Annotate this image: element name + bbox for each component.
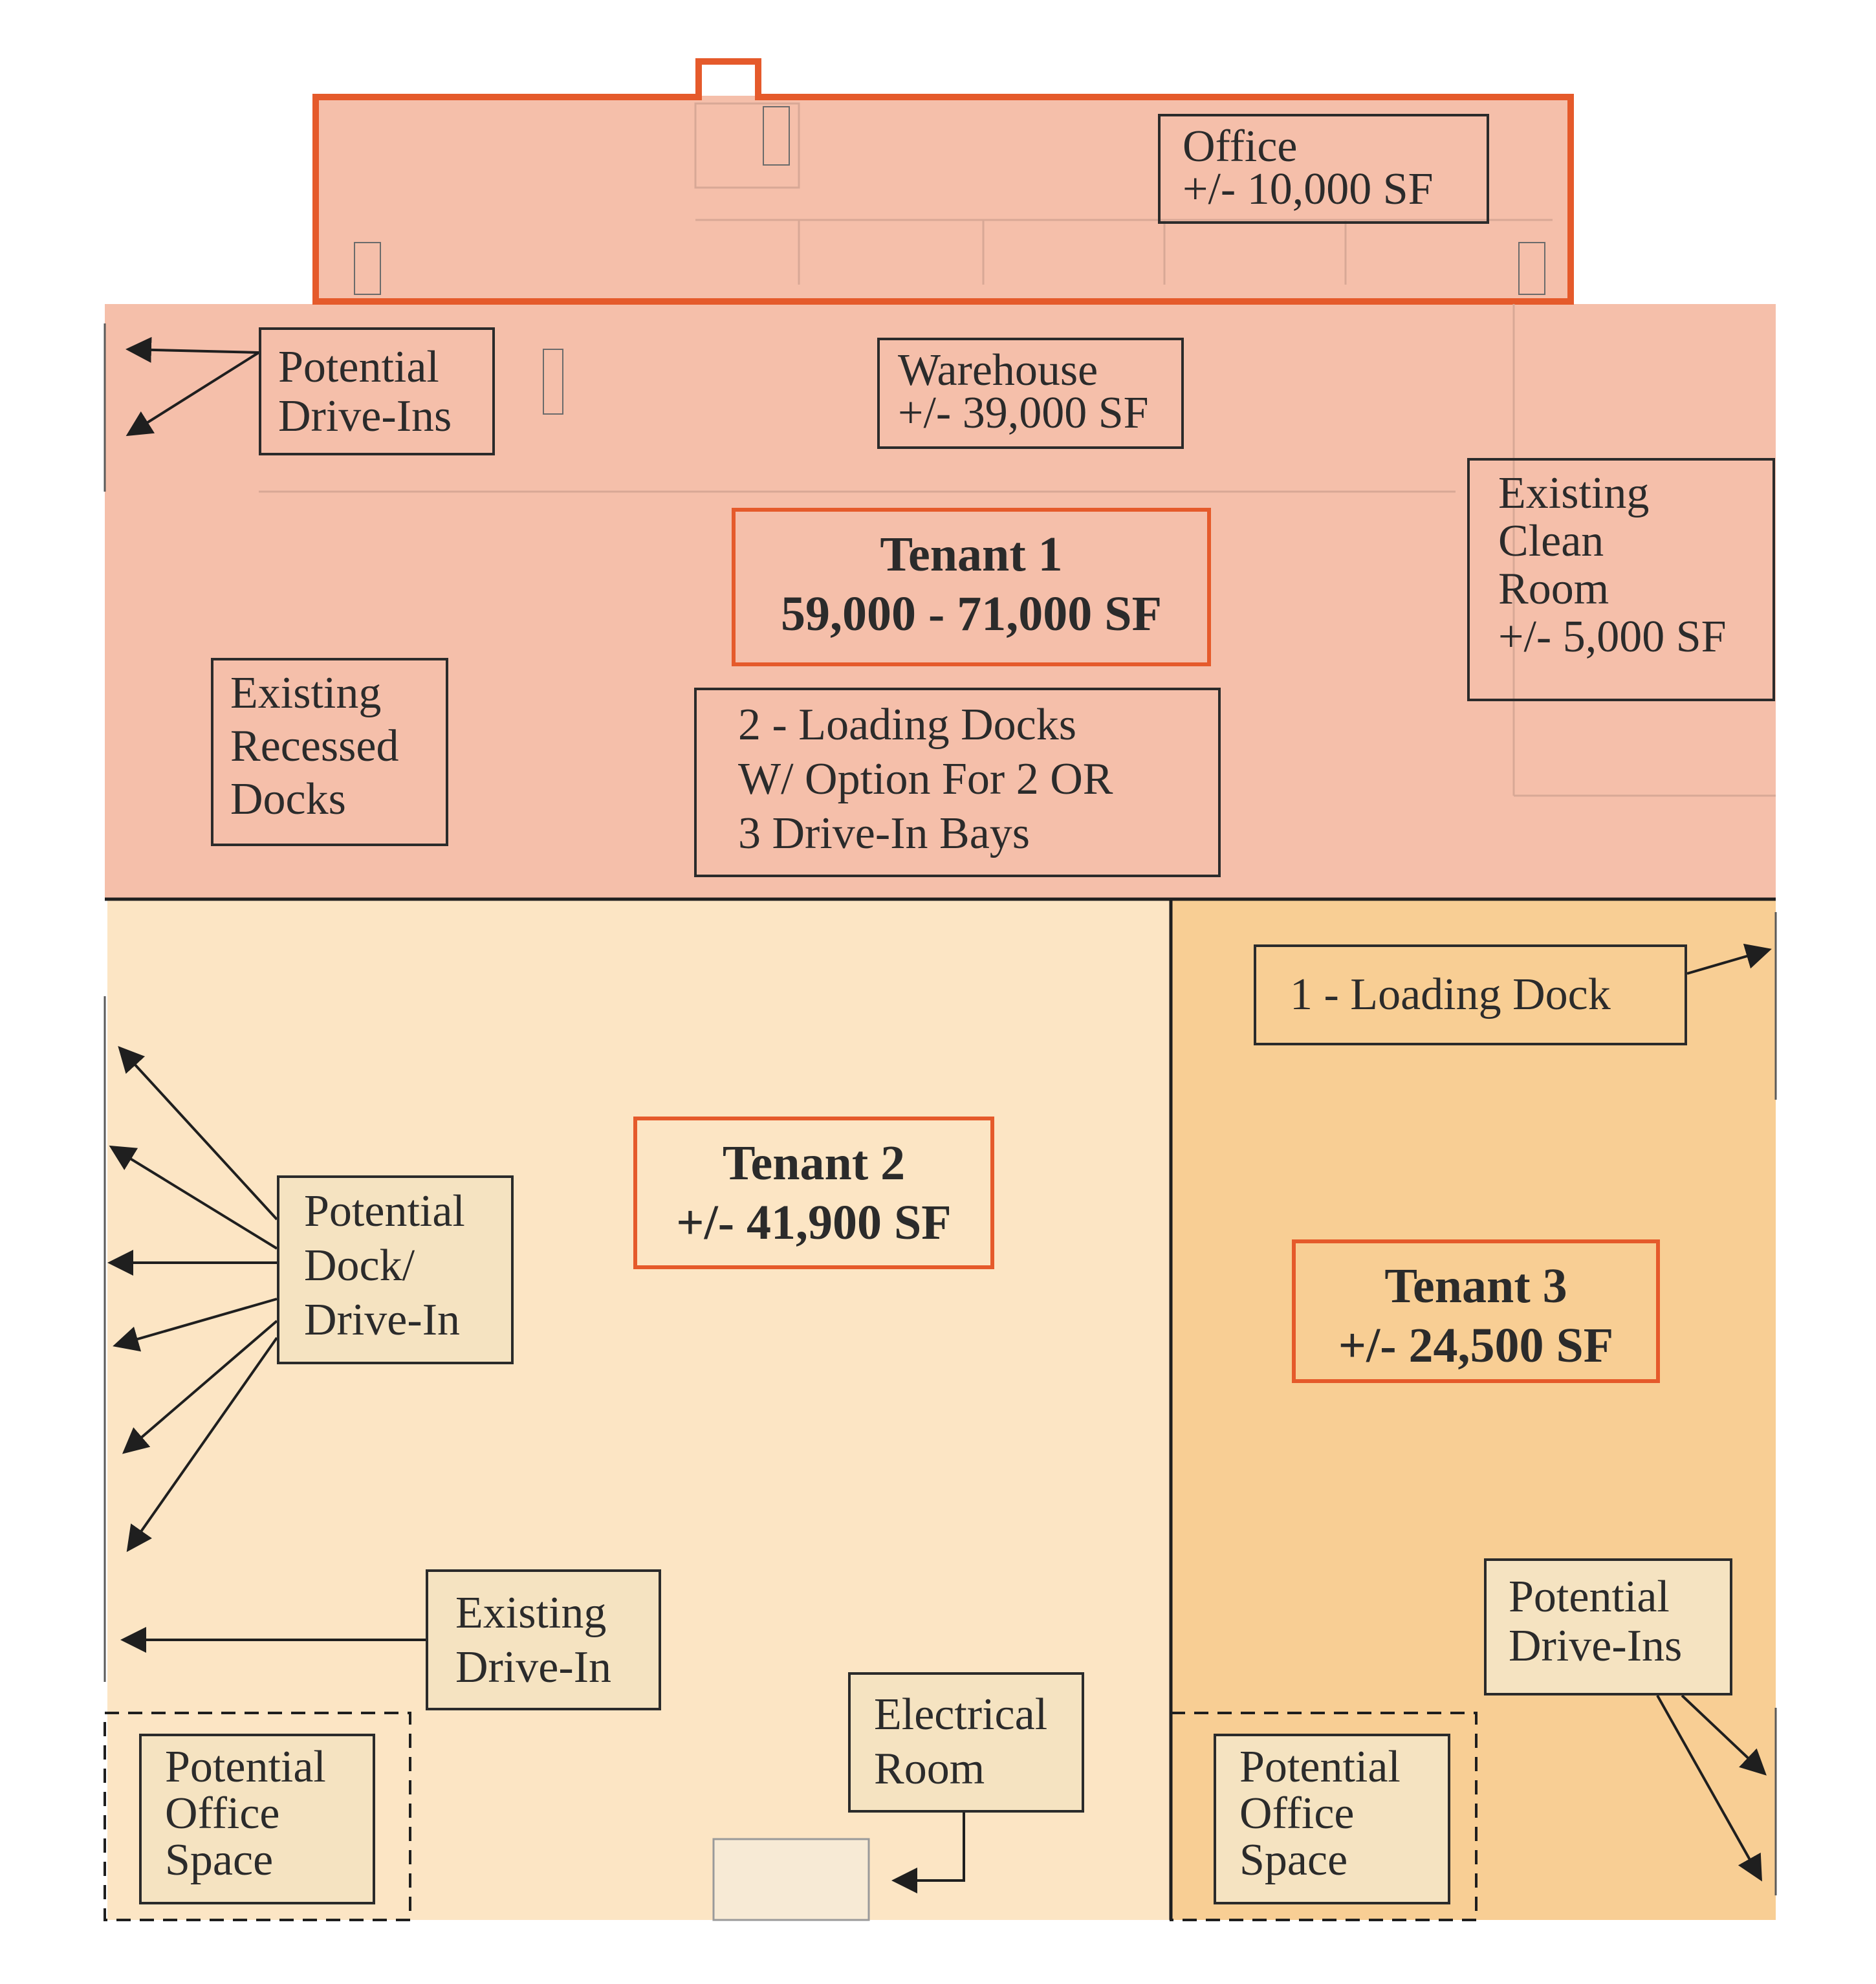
arrow-t3-drivein-1 (1681, 1694, 1767, 1776)
existing-drive-in-t2-label: Existing Drive-In (426, 1569, 661, 1710)
office-zone (316, 96, 1572, 304)
drive-ins-t3-label: Potential Drive-Ins (1484, 1558, 1732, 1695)
loading-docks-t1-label: 2 - Loading Docks W/ Option For 2 OR 3 D… (694, 688, 1221, 877)
arrow-electrical-room (891, 1813, 965, 1893)
stair-icons (354, 106, 1545, 415)
arrow-t1-drivein-1 (125, 336, 259, 363)
tenant3-label: Tenant 3 +/- 24,500 SF (1292, 1239, 1660, 1383)
office-label: Office +/- 10,000 SF (1158, 114, 1489, 224)
leader-arrows (107, 336, 1772, 1893)
warehouse-label: Warehouse +/- 39,000 SF (877, 338, 1184, 449)
interior-walls (259, 102, 1776, 797)
tenant2-label: Tenant 2 +/- 41,900 SF (633, 1117, 994, 1269)
tenant1-label: Tenant 1 59,000 - 71,000 SF (732, 508, 1211, 666)
electrical-room-label: Electrical Room (848, 1672, 1084, 1813)
dock-drive-in-t2-label: Potential Dock/ Drive-In (277, 1175, 514, 1364)
office-outline (312, 58, 1574, 305)
arrow-t2-dock-4 (113, 1298, 278, 1352)
office-space-t3-label: Potential Office Space (1214, 1734, 1450, 1904)
loading-dock-t3-label: 1 - Loading Dock (1254, 944, 1687, 1045)
arrow-t2-dock-6 (126, 1336, 278, 1553)
perimeter-doors (104, 323, 1777, 1895)
tenant1-zone (105, 304, 1776, 898)
office-space-t2-dashed (104, 1712, 411, 1921)
office-space-t3-dashed (1170, 1712, 1478, 1921)
recessed-docks-label: Existing Recessed Docks (211, 658, 448, 846)
arrow-t2-dock-2 (109, 1145, 278, 1250)
clean-room-label: Existing Clean Room +/- 5,000 SF (1467, 458, 1775, 701)
office-space-t2-label: Potential Office Space (139, 1734, 375, 1904)
electrical-room-outline (712, 1838, 870, 1921)
arrow-t3-loading-dock (1686, 943, 1772, 975)
drive-ins-t1-label: Potential Drive-Ins (259, 327, 495, 455)
arrow-t2-dock-1 (118, 1046, 278, 1221)
arrow-t3-drivein-2 (1656, 1695, 1762, 1882)
arrow-t1-drivein-2 (125, 351, 260, 437)
arrow-t2-dock-5 (122, 1320, 278, 1454)
